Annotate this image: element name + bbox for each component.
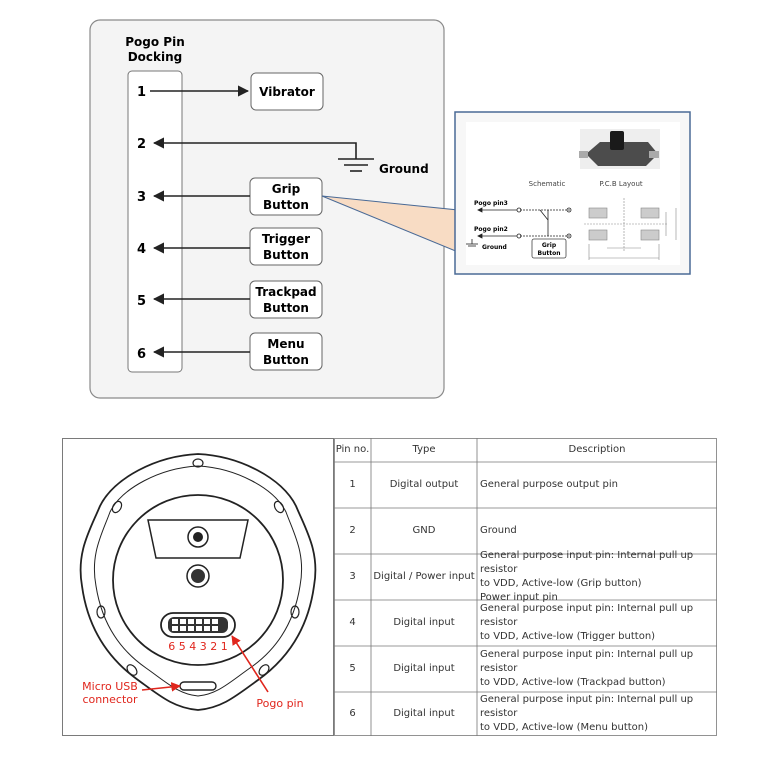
docking-title-2: Docking <box>128 50 183 64</box>
pogo-pin-label: Pogo pin <box>256 697 303 710</box>
col-header-description: Description <box>568 444 626 455</box>
vibrator-box: Vibrator <box>250 72 324 111</box>
svg-text:Grip: Grip <box>542 242 557 249</box>
pogo-pin-numbers: 6 5 4 3 2 1 <box>168 640 227 653</box>
docking-connector <box>127 70 183 373</box>
svg-text:Vibrator: Vibrator <box>259 85 315 99</box>
pogo-pin2-label: Pogo pin2 <box>474 226 508 233</box>
table-cell-description: General purpose input pin: Internal pull… <box>480 603 694 642</box>
pin-6: 6 <box>137 347 146 362</box>
table-cell-type: Digital input <box>393 708 455 719</box>
table-cell-type: Digital / Power input <box>373 571 475 582</box>
table-cell-pin: 2 <box>349 525 356 536</box>
pogo-wiring-diagram: Pogo Pin Docking 1 2 3 4 5 6 Vibrator Gr… <box>89 19 691 399</box>
svg-text:Trigger: Trigger <box>262 232 310 246</box>
svg-text:Trackpad: Trackpad <box>255 285 316 299</box>
pin-1: 1 <box>137 85 146 100</box>
ground-label: Ground <box>379 162 429 176</box>
col-header-type: Type <box>412 444 436 455</box>
svg-text:Grip: Grip <box>272 182 301 196</box>
tact-switch-image <box>579 129 660 169</box>
docking-title-1: Pogo Pin <box>125 35 185 49</box>
wire-arrows <box>150 85 357 358</box>
table-cell-description: General purpose input pin: Internal pull… <box>480 550 694 603</box>
table-cell-type: Digital input <box>393 663 455 674</box>
mini-schematic <box>466 207 572 247</box>
device-bottom-view: 6 5 4 3 2 1 Micro USB connector Pogo pin <box>79 453 317 711</box>
micro-usb-label-2: connector <box>82 693 138 706</box>
table-cell-description: Ground <box>480 525 517 536</box>
col-header-pin: Pin no. <box>335 444 370 455</box>
pin-5: 5 <box>137 294 146 309</box>
inset-grip-button: Grip Button <box>531 238 567 259</box>
pin-table-grid <box>334 438 717 736</box>
table-cell-pin: 4 <box>349 617 356 628</box>
ground-symbol <box>338 158 374 172</box>
trigger-button-box: Trigger Button <box>249 227 323 266</box>
svg-text:Button: Button <box>263 353 309 367</box>
mini-pcb-layout <box>584 198 677 260</box>
pin-table: Pin no. Type Description 1 Digital outpu… <box>334 438 717 736</box>
micro-usb-label-1: Micro USB <box>82 680 138 693</box>
svg-text:Button: Button <box>538 250 561 257</box>
table-cell-type: GND <box>412 525 436 536</box>
table-cell-pin: 5 <box>349 663 356 674</box>
table-cell-pin: 6 <box>349 708 356 719</box>
pin-2: 2 <box>137 137 146 152</box>
table-cell-description: General purpose input pin: Internal pull… <box>480 649 694 688</box>
pin-4: 4 <box>137 242 146 257</box>
menu-button-box: Menu Button <box>249 332 323 371</box>
table-cell-type: Digital output <box>389 479 459 490</box>
pin-3: 3 <box>137 190 146 205</box>
svg-text:Button: Button <box>263 198 309 212</box>
table-cell-pin: 3 <box>349 571 356 582</box>
trackpad-button-box: Trackpad Button <box>249 280 323 319</box>
table-cell-description: General purpose output pin <box>480 479 619 490</box>
pcb-label: P.C.B Layout <box>599 180 643 188</box>
svg-text:Menu: Menu <box>267 337 304 351</box>
grip-button-box: Grip Button <box>249 177 323 216</box>
inset-ground-label: Ground <box>482 244 507 251</box>
table-cell-description: General purpose input pin: Internal pull… <box>480 694 694 733</box>
pogo-pin3-label: Pogo pin3 <box>474 200 508 207</box>
table-cell-pin: 1 <box>349 479 356 490</box>
table-cell-type: Digital input <box>393 617 455 628</box>
svg-text:Button: Button <box>263 301 309 315</box>
micro-usb-slot <box>179 681 217 691</box>
schematic-label: Schematic <box>529 180 566 188</box>
svg-text:Button: Button <box>263 248 309 262</box>
